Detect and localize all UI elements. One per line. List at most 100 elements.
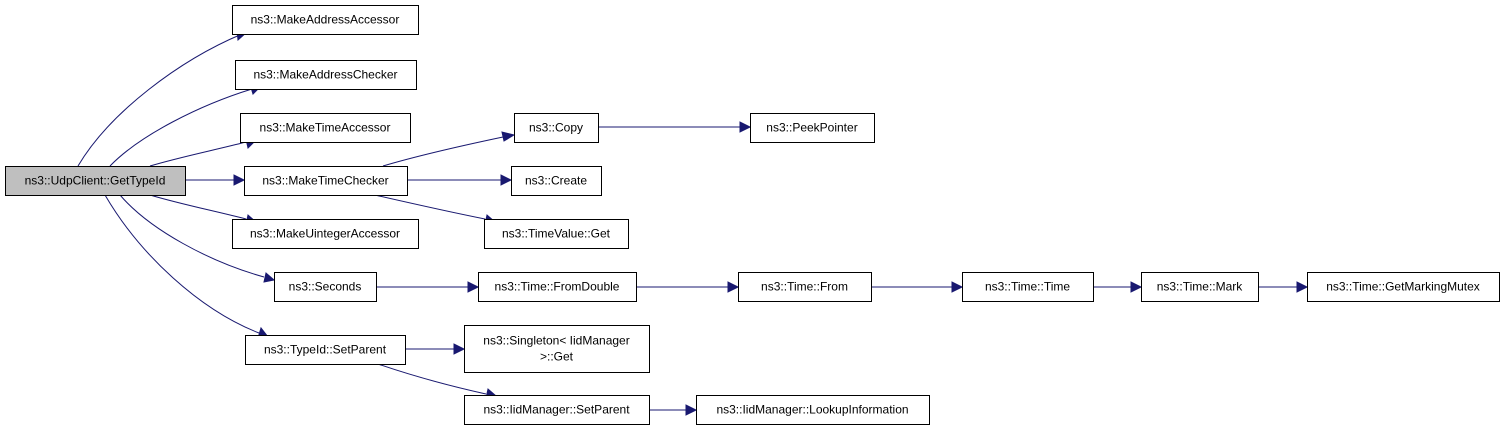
edge-line bbox=[377, 363, 487, 395]
node-typeid-setparent[interactable]: ns3::TypeId::SetParent bbox=[245, 335, 406, 365]
edge-udpclient-gettypeid-to-make-address-checker bbox=[109, 83, 264, 167]
edge-udpclient-gettypeid-to-seconds bbox=[119, 194, 276, 283]
arrowhead-icon bbox=[233, 174, 246, 186]
node-box bbox=[464, 395, 650, 425]
node-label: ns3::UdpClient::GetTypeId bbox=[25, 174, 166, 188]
arrowhead-icon bbox=[685, 404, 698, 416]
node-label: ns3::Time::From bbox=[761, 280, 848, 294]
edge-make-time-checker-to-copy bbox=[382, 131, 516, 167]
node-box bbox=[240, 113, 411, 143]
arrowhead-icon bbox=[500, 174, 513, 186]
node-label: ns3::Time::Time bbox=[985, 280, 1070, 294]
node-box bbox=[750, 113, 875, 143]
node-label: ns3::IidManager::LookupInformation bbox=[716, 403, 908, 417]
node-box bbox=[464, 325, 650, 373]
node-box bbox=[1141, 272, 1259, 302]
node-label: ns3::MakeAddressChecker bbox=[253, 68, 397, 82]
edge-line bbox=[149, 194, 247, 220]
node-seconds[interactable]: ns3::Seconds bbox=[274, 272, 377, 302]
edge-udpclient-gettypeid-to-make-time-checker bbox=[185, 174, 246, 186]
node-box bbox=[484, 219, 629, 249]
node-label: ns3::PeekPointer bbox=[766, 121, 857, 135]
node-box bbox=[514, 113, 599, 143]
edge-time-from-to-time-time bbox=[871, 281, 964, 293]
edge-line bbox=[374, 194, 486, 220]
node-make-time-accessor[interactable]: ns3::MakeTimeAccessor bbox=[240, 113, 411, 143]
node-label: ns3::IidManager::SetParent bbox=[483, 403, 630, 417]
edge-udpclient-gettypeid-to-make-address-accessor bbox=[77, 29, 249, 167]
node-label: ns3::MakeUintegerAccessor bbox=[250, 227, 400, 241]
node-make-address-checker[interactable]: ns3::MakeAddressChecker bbox=[235, 60, 417, 90]
node-box bbox=[511, 166, 602, 196]
node-create[interactable]: ns3::Create bbox=[511, 166, 602, 196]
arrowhead-icon bbox=[501, 131, 516, 142]
node-peek-pointer[interactable]: ns3::PeekPointer bbox=[750, 113, 875, 143]
node-label: ns3::Create bbox=[525, 174, 587, 188]
node-singleton-get[interactable]: ns3::Singleton< IidManager>::Get bbox=[464, 325, 650, 373]
edge-time-time-to-time-mark bbox=[1093, 281, 1143, 293]
node-box bbox=[244, 166, 408, 196]
node-label: ns3::Time::GetMarkingMutex bbox=[1326, 280, 1480, 294]
node-make-address-accessor[interactable]: ns3::MakeAddressAccessor bbox=[232, 5, 419, 35]
node-box bbox=[5, 166, 186, 196]
node-make-uinteger-accessor[interactable]: ns3::MakeUintegerAccessor bbox=[232, 219, 419, 249]
node-label: ns3::MakeTimeChecker bbox=[262, 174, 388, 188]
node-time-from[interactable]: ns3::Time::From bbox=[738, 272, 872, 302]
edge-typeid-setparent-to-singleton-get bbox=[405, 343, 466, 355]
node-iidmanager-lookupinformation[interactable]: ns3::IidManager::LookupInformation bbox=[696, 395, 930, 425]
arrowhead-icon bbox=[951, 281, 964, 293]
edge-seconds-to-time-fromdouble bbox=[376, 281, 480, 293]
node-make-time-checker[interactable]: ns3::MakeTimeChecker bbox=[244, 166, 408, 196]
node-box bbox=[235, 60, 417, 90]
node-label: >::Get bbox=[540, 350, 574, 364]
edge-copy-to-peek-pointer bbox=[598, 121, 752, 133]
edge-udpclient-gettypeid-to-make-time-accessor bbox=[149, 138, 258, 167]
node-label: ns3::MakeTimeAccessor bbox=[260, 121, 391, 135]
nodes-layer: ns3::UdpClient::GetTypeId ns3::MakeAddres… bbox=[5, 5, 1500, 425]
arrowhead-icon bbox=[453, 343, 466, 355]
node-time-fromdouble[interactable]: ns3::Time::FromDouble bbox=[478, 272, 637, 302]
node-time-mark[interactable]: ns3::Time::Mark bbox=[1141, 272, 1259, 302]
node-box bbox=[738, 272, 872, 302]
node-box bbox=[232, 5, 419, 35]
node-box bbox=[478, 272, 637, 302]
node-time-getmarkingmutex[interactable]: ns3::Time::GetMarkingMutex bbox=[1307, 272, 1500, 302]
arrowhead-icon bbox=[1296, 281, 1309, 293]
node-box bbox=[696, 395, 930, 425]
edge-line bbox=[109, 88, 253, 167]
edge-line bbox=[104, 194, 260, 334]
arrowhead-icon bbox=[467, 281, 480, 293]
node-box bbox=[232, 219, 419, 249]
edge-udpclient-gettypeid-to-typeid-setparent bbox=[104, 194, 269, 339]
node-label: ns3::TypeId::SetParent bbox=[264, 343, 387, 357]
node-time-time[interactable]: ns3::Time::Time bbox=[962, 272, 1094, 302]
node-label: ns3::Time::Mark bbox=[1157, 280, 1244, 294]
node-label: ns3::Time::FromDouble bbox=[495, 280, 620, 294]
edge-line bbox=[149, 141, 247, 167]
node-label: ns3::Seconds bbox=[289, 280, 362, 294]
node-box bbox=[1307, 272, 1500, 302]
edge-time-mark-to-time-getmarkingmutex bbox=[1258, 281, 1309, 293]
edge-line bbox=[119, 194, 265, 278]
node-label: ns3::TimeValue::Get bbox=[502, 227, 611, 241]
arrowhead-icon bbox=[1130, 281, 1143, 293]
edge-time-fromdouble-to-time-from bbox=[636, 281, 740, 293]
node-udpclient-gettypeid: ns3::UdpClient::GetTypeId bbox=[5, 166, 186, 196]
node-label: ns3::Copy bbox=[529, 121, 583, 135]
edge-line bbox=[382, 136, 504, 167]
edge-iidmanager-setparent-to-iidmanager-lookupinformation bbox=[649, 404, 698, 416]
arrowhead-icon bbox=[739, 121, 752, 133]
edge-line bbox=[77, 33, 243, 167]
arrowhead-icon bbox=[727, 281, 740, 293]
node-label: ns3::MakeAddressAccessor bbox=[251, 13, 400, 27]
node-box bbox=[962, 272, 1094, 302]
edge-make-time-checker-to-create bbox=[407, 174, 513, 186]
node-timevalue-get[interactable]: ns3::TimeValue::Get bbox=[484, 219, 629, 249]
node-copy[interactable]: ns3::Copy bbox=[514, 113, 599, 143]
node-box bbox=[245, 335, 406, 365]
node-iidmanager-setparent[interactable]: ns3::IidManager::SetParent bbox=[464, 395, 650, 425]
node-label: ns3::Singleton< IidManager bbox=[483, 334, 629, 348]
arrowhead-icon bbox=[263, 272, 276, 283]
node-box bbox=[274, 272, 377, 302]
